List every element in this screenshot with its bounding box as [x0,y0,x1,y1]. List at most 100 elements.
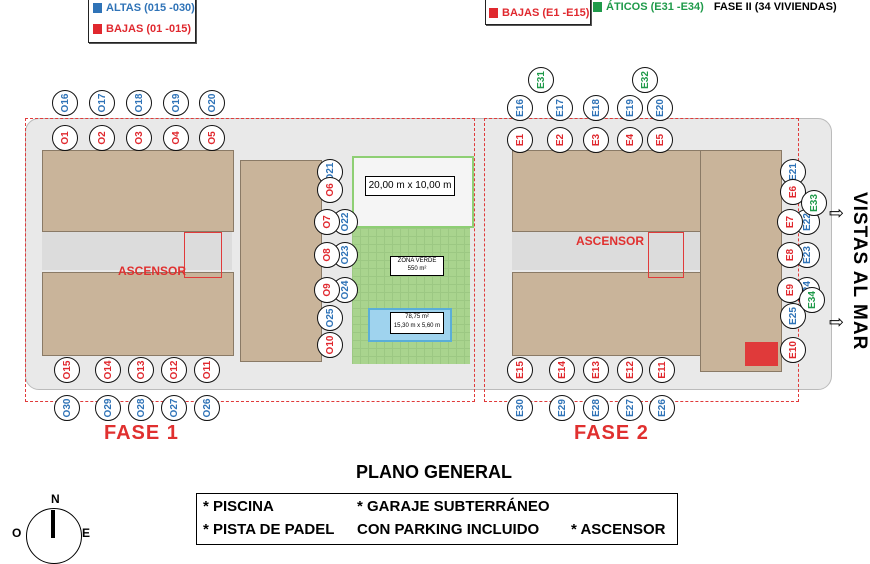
pool-area: 78,75 m² [405,314,429,320]
unit-label-bajas: O2 [89,125,115,151]
unit-label-bajas: O13 [128,357,154,383]
phase2-building-north [512,150,702,232]
unit-label-bajas: O7 [314,209,340,235]
unit-label-aticos: E31 [528,67,554,93]
unit-label-bajas: O4 [163,125,189,151]
phase2-building-east [700,150,782,372]
phase1-building-north [42,150,234,232]
unit-label-bajas: O11 [194,357,220,383]
unit-label-bajas: O9 [314,277,340,303]
unit-label-bajas: O5 [199,125,225,151]
unit-label-bajas: O12 [161,357,187,383]
legend-item-aticos: ÁTICOS (E31 -E34) FASE II (34 VIVIENDAS) [593,1,837,13]
features-box: * PISCINA * GARAJE SUBTERRÁNEO * PISTA D… [196,493,678,545]
unit-label-altas: O16 [52,90,78,116]
legend-item-altas: ALTAS (015 -030) [93,2,195,14]
bajas-swatch [489,8,498,18]
legend-label: BAJAS (01 -015) [106,23,191,35]
unit-label-bajas: E8 [777,242,803,268]
legend-phase-1: ALTAS (015 -030) BAJAS (01 -015) [88,0,196,43]
phase-1-label: FASE 1 [104,422,179,444]
arrow-right-icon: ⇨ [829,203,845,224]
phase-2-label: FASE 2 [574,422,649,444]
compass-east: E [82,526,91,540]
unit-label-altas: E19 [617,95,643,121]
unit-label-altas: O19 [163,90,189,116]
unit-label-bajas: E13 [583,357,609,383]
compass-north: N [51,492,60,506]
unit-label-altas: O30 [54,395,80,421]
unit-label-bajas: E2 [547,127,573,153]
phase2-courtyard [512,232,700,270]
unit-label-altas: E18 [583,95,609,121]
aticos-swatch [593,2,602,12]
unit-label-bajas: O14 [95,357,121,383]
sea-view-label: VISTAS AL MAR [849,192,870,351]
unit-label-altas: O29 [95,395,121,421]
pool-dimensions: 15,30 m x 5,60 m [393,323,441,329]
unit-label-bajas: E4 [617,127,643,153]
compass-needle-icon [51,510,55,538]
unit-label-altas: O27 [161,395,187,421]
green-zone-name: ZONA VERDE [397,258,437,264]
unit-label-altas: O25 [317,305,343,331]
unit-label-bajas: O8 [314,242,340,268]
unit-label-altas: E26 [649,395,675,421]
unit-label-aticos: E33 [801,190,827,216]
unit-label-bajas: E11 [649,357,675,383]
legend-label: ALTAS (015 -030) [106,2,195,14]
feature-padel: * PISTA DE PADEL [203,521,335,538]
unit-label-altas: O26 [194,395,220,421]
unit-label-bajas: E15 [507,357,533,383]
altas-swatch [93,3,102,13]
unit-label-aticos: E34 [799,287,825,313]
phase-2-note: FASE II (34 VIVIENDAS) [713,1,837,13]
unit-label-altas: O20 [199,90,225,116]
legend-phase-2: BAJAS (E1 -E15) [485,0,591,25]
unit-label-altas: O28 [128,395,154,421]
court-dimensions-label: 20,00 m x 10,00 m [365,176,455,196]
unit-label-bajas: E12 [617,357,643,383]
legend-label: ÁTICOS (E31 -E34) [606,1,704,13]
elevator-label-1: ASCENSOR [118,264,187,278]
legend-item-bajas: BAJAS (01 -015) [93,23,191,35]
feature-pool: * PISCINA [203,498,274,515]
pool-label: 78,75 m² 15,30 m x 5,60 m [390,312,444,334]
plan-title: PLANO GENERAL [356,462,513,482]
unit-label-bajas: O3 [126,125,152,151]
unit-label-bajas: O15 [54,357,80,383]
unit-label-bajas: E7 [777,209,803,235]
unit-label-aticos: E32 [632,67,658,93]
legend-label: BAJAS (E1 -E15) [502,7,590,19]
unit-label-altas: E17 [547,95,573,121]
compass-west: O [12,526,22,540]
unit-label-bajas: O6 [317,177,343,203]
legend-item-bajas-e: BAJAS (E1 -E15) [489,7,589,19]
feature-garage: * GARAJE SUBTERRÁNEO [357,498,550,515]
unit-label-bajas: E1 [507,127,533,153]
green-zone-area: 550 m² [407,266,427,272]
unit-label-bajas: E14 [549,357,575,383]
unit-label-altas: E20 [647,95,673,121]
unit-label-altas: O17 [89,90,115,116]
unit-label-bajas: E3 [583,127,609,153]
arrow-right-icon: ⇨ [829,312,845,333]
unit-label-altas: E16 [507,95,533,121]
green-zone-label: ZONA VERDE 550 m² [390,256,444,276]
unit-label-altas: E30 [507,395,533,421]
phase1-building-south [42,272,234,356]
unit-label-bajas: O1 [52,125,78,151]
bajas-swatch [93,24,102,34]
elevator-box-1 [184,232,222,278]
feature-elevator: * ASCENSOR [571,521,666,538]
red-area [745,342,778,366]
unit-label-bajas: E10 [780,337,806,363]
feature-parking: CON PARKING INCLUIDO [357,521,540,538]
unit-label-altas: O18 [126,90,152,116]
unit-label-altas: E29 [549,395,575,421]
compass: N O E [8,490,98,564]
phase-1-boundary [25,118,475,402]
phase2-building-south [512,272,702,356]
elevator-label-2: ASCENSOR [576,234,645,248]
unit-label-altas: E28 [583,395,609,421]
